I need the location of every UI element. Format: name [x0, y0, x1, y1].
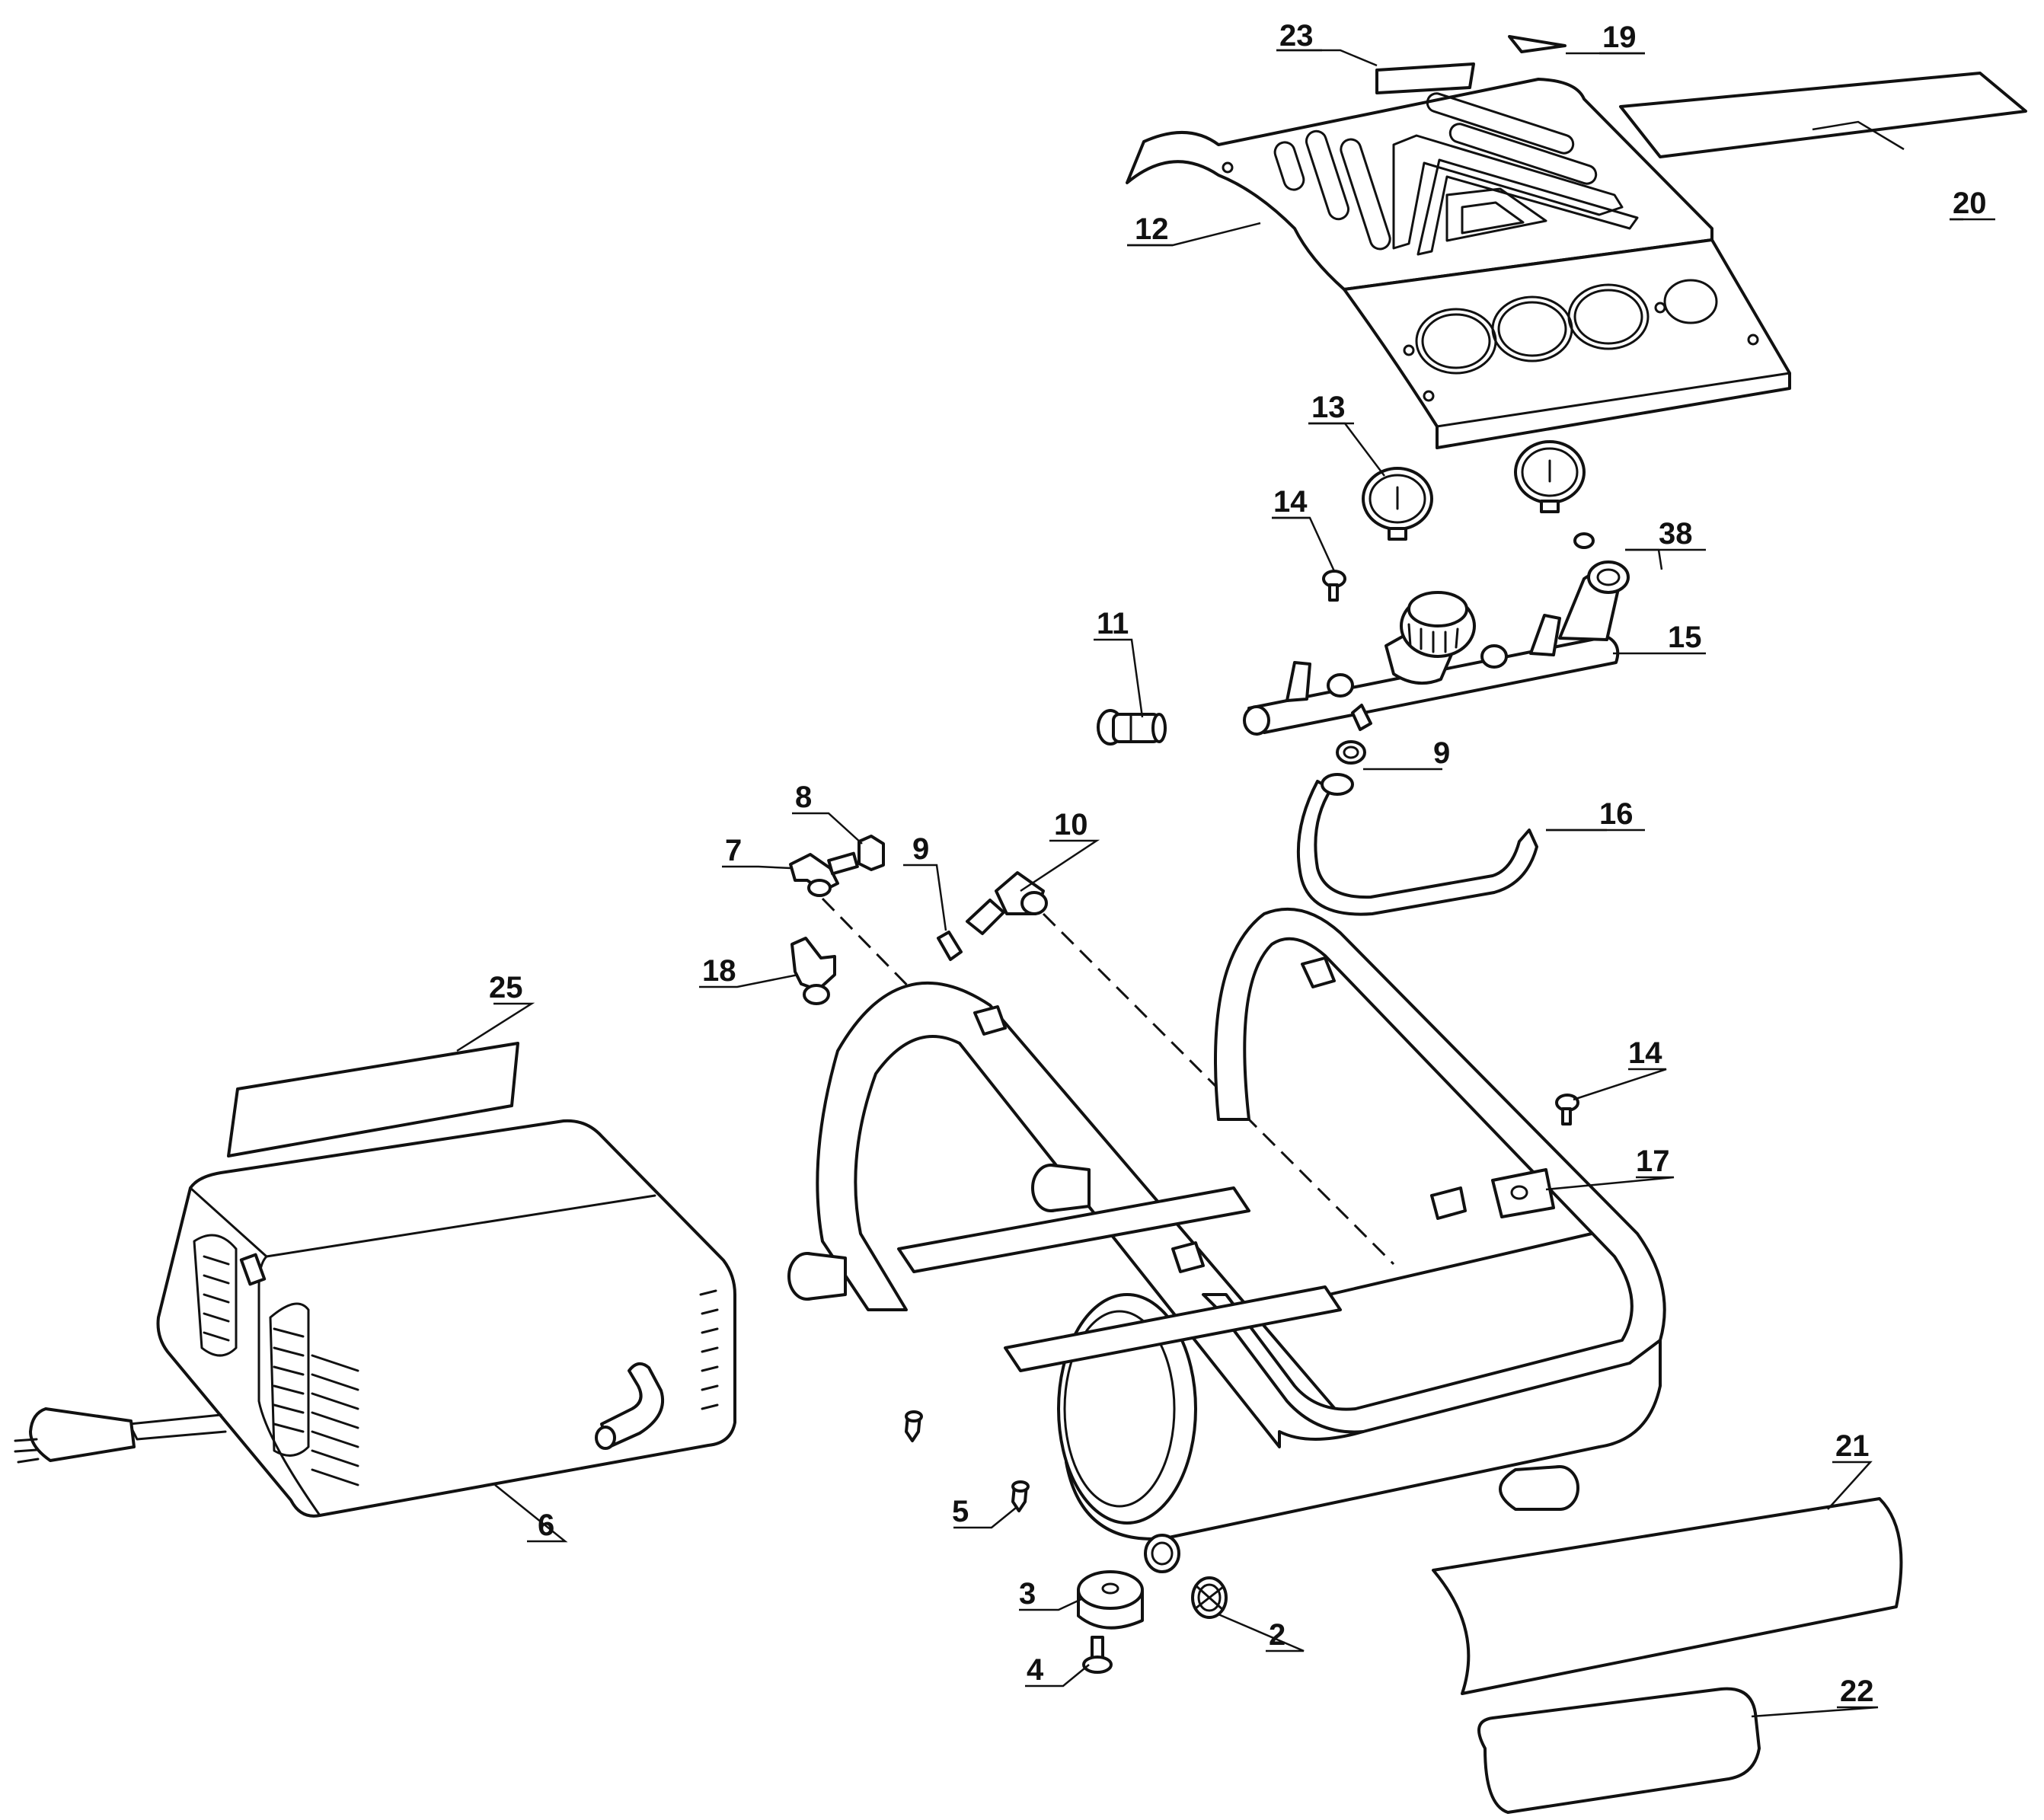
part-5-screw: [1011, 1480, 1030, 1512]
callout-5: 5: [952, 1495, 969, 1528]
callout-23: 23: [1279, 19, 1314, 53]
callout-15: 15: [1668, 621, 1702, 654]
tank-frame-assembly: [787, 907, 1666, 1573]
callout-25: 25: [489, 971, 523, 1004]
part-20-label: [1619, 72, 2027, 158]
part-19-label: [1508, 35, 1567, 53]
callout-22: 22: [1840, 1675, 1874, 1708]
part-14-screw: [1322, 570, 1346, 602]
callout-14-lower: 14: [1628, 1036, 1662, 1070]
part-13-gauge: [1362, 467, 1433, 541]
part-21-tank-label: [1432, 1497, 1903, 1695]
part-22-label: [1477, 1687, 1761, 1814]
part-9-clamp-lower: [937, 931, 963, 961]
callout-10: 10: [1054, 808, 1088, 841]
part-9-clamp-upper: [1336, 740, 1366, 765]
callout-8: 8: [795, 781, 812, 814]
part-15-manifold: [1243, 532, 1630, 736]
callout-9-lower: 9: [912, 832, 929, 866]
part-7-elbow: [789, 851, 859, 897]
part-17-bracket: [1430, 1168, 1555, 1220]
callout-16: 16: [1599, 797, 1634, 831]
callout-2: 2: [1269, 1618, 1285, 1652]
callout-12: 12: [1135, 212, 1169, 246]
part-3-rubber-foot: [1077, 1570, 1144, 1630]
part-4-bolt: [1082, 1636, 1113, 1674]
callout-20: 20: [1953, 187, 1987, 220]
part-12-shroud: [1126, 78, 1791, 449]
callout-18: 18: [702, 954, 736, 988]
callout-7: 7: [725, 834, 742, 867]
callout-labels: 23 19 20 12 13 14 38 15 11 9 16 8 7 9 10…: [489, 19, 1995, 1708]
part-13-gauge-second: [1514, 440, 1586, 513]
part-6-motor-pump: [14, 1119, 736, 1518]
part-18-check-valve: [790, 937, 836, 1005]
callout-19: 19: [1602, 21, 1637, 54]
part-11-fitting: [1097, 709, 1167, 746]
part-14-screw-second: [1555, 1094, 1579, 1126]
callout-4: 4: [1027, 1653, 1044, 1687]
part-5-screw-second: [905, 1410, 923, 1442]
part-25-label: [227, 1042, 519, 1157]
part-8-nut: [858, 835, 885, 871]
callout-21: 21: [1835, 1429, 1870, 1463]
callout-6: 6: [538, 1509, 554, 1542]
callout-13: 13: [1311, 391, 1346, 424]
callout-3: 3: [1019, 1577, 1036, 1611]
part-2-drain-plug: [1191, 1576, 1228, 1619]
callout-11: 11: [1097, 607, 1129, 640]
callout-9-upper: 9: [1433, 736, 1450, 770]
callout-38: 38: [1659, 517, 1693, 551]
part-23-label: [1375, 62, 1475, 94]
part-16-hose: [1296, 773, 1538, 916]
callout-17: 17: [1636, 1145, 1670, 1178]
callout-14-upper: 14: [1273, 485, 1308, 519]
